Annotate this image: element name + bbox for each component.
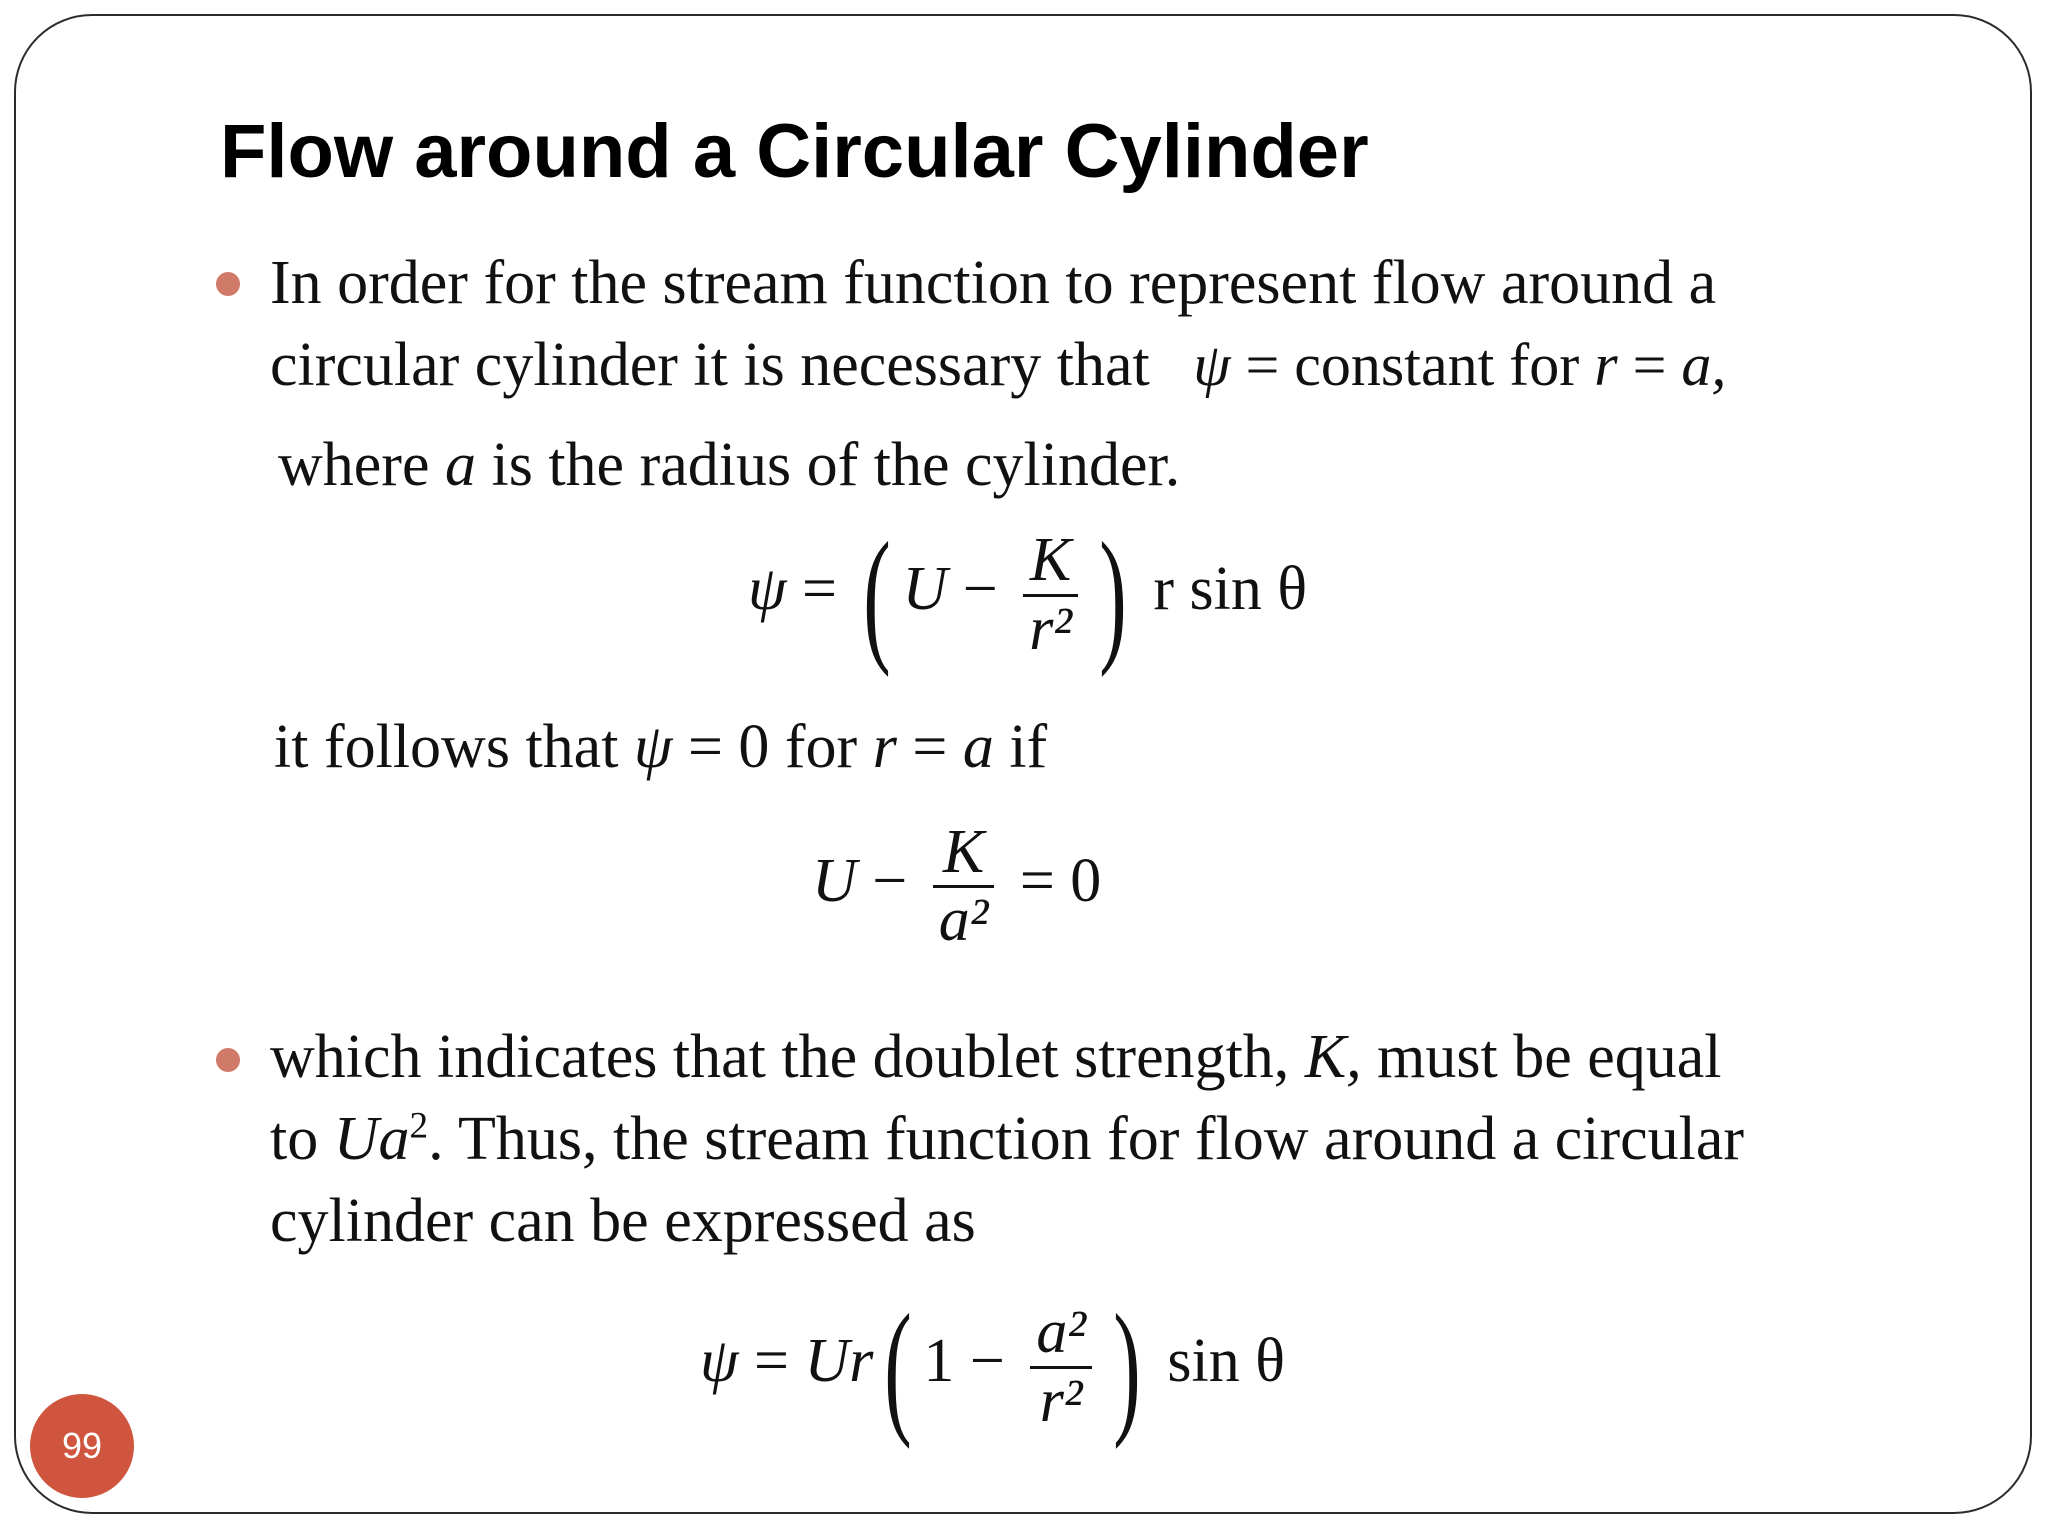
follows-pre: it follows that: [274, 713, 634, 781]
eq3-one: 1: [923, 1327, 955, 1396]
eq3-tail: sin θ: [1167, 1327, 1285, 1396]
a-symbol: a,: [1681, 332, 1727, 398]
slide-frame: [14, 14, 2032, 1514]
bullet-2-line-2-post: . Thus, the stream function for flow aro…: [428, 1105, 1745, 1173]
follows-mid: = 0 for: [672, 713, 873, 781]
eq1-denominator: r²: [1029, 594, 1072, 663]
radius-text: is the radius of the cylinder.: [475, 431, 1181, 499]
eq1-tail: r sin θ: [1153, 555, 1308, 624]
eq2-U: U: [812, 846, 857, 915]
eq2-fraction: K a²: [932, 818, 995, 955]
bullet-2-line-2: to Ua2. Thus, the stream function for fl…: [270, 1104, 1744, 1175]
bullet-1-line-3: where a is the radius of the cylinder.: [278, 430, 1180, 501]
r-symbol: r: [1594, 332, 1618, 398]
follows-a: a: [962, 713, 994, 781]
follows-psi: ψ: [633, 713, 673, 781]
page-number-badge: 99: [30, 1394, 134, 1498]
eq1-minus: −: [962, 555, 998, 624]
eq3-right-paren: ): [1113, 1284, 1141, 1450]
follows-r: r: [872, 713, 897, 781]
bullet-2-line-1-post: must be equal: [1361, 1023, 1722, 1091]
constant-condition: ψ = constant for r = a,: [1193, 332, 1726, 398]
eq3-left-paren: (: [884, 1284, 913, 1450]
eq2-minus: −: [872, 846, 908, 915]
eq3-fraction: a² r²: [1030, 1300, 1092, 1433]
bullet-2-line-2-pre: to: [270, 1105, 334, 1173]
eq2-denominator: a²: [938, 886, 989, 955]
eq3-numerator: a²: [1036, 1298, 1086, 1367]
eq1-fraction-bar: [1023, 593, 1078, 597]
eq3-psi: ψ: [700, 1327, 739, 1396]
eq2-numerator: K: [942, 818, 985, 886]
slide-title: Flow around a Circular Cylinder: [220, 109, 1369, 194]
psi-symbol: ψ: [1193, 332, 1231, 398]
eq2-tail: = 0: [1019, 846, 1102, 915]
Ua-symbol: Ua: [333, 1105, 410, 1173]
equation-doublet-condition: U − K a² = 0: [812, 818, 1102, 955]
eq1-psi: ψ: [748, 555, 787, 624]
bullet-1-line-1: In order for the stream function to repr…: [270, 249, 1717, 317]
eq3-minus: −: [969, 1327, 1005, 1396]
bullet-2-line-1-pre: which indicates that the doublet strengt…: [270, 1023, 1305, 1091]
eq1-equals: =: [802, 555, 837, 624]
radius-symbol: a: [444, 431, 476, 499]
eq1-U: U: [902, 555, 948, 624]
eq2-fraction-bar: [932, 885, 995, 889]
eq3-denominator: r²: [1039, 1366, 1083, 1435]
bullet-1-dot: [216, 272, 240, 296]
bullet-1-line-2: circular cylinder it is necessary that ψ…: [270, 330, 1726, 401]
follows-post: if: [993, 713, 1048, 781]
eq1-fraction: K r²: [1023, 528, 1078, 661]
bullet-2-line-1: which indicates that the doublet strengt…: [270, 1022, 1722, 1093]
follows-line: it follows that ψ = 0 for r = a if: [274, 712, 1047, 783]
bullet-2-line-3: cylinder can be expressed as: [270, 1187, 976, 1255]
eq1-right-paren: ): [1099, 512, 1127, 678]
eq3-equals: =: [754, 1327, 789, 1396]
equation-stream-function-general: ψ = (U − K r² ) r sin θ: [748, 520, 1307, 670]
bullet-1-line-2-text: circular cylinder it is necessary that: [270, 331, 1150, 399]
eq3-fraction-bar: [1030, 1365, 1092, 1369]
eq1-numerator: K: [1029, 526, 1072, 595]
equation-stream-function-cylinder: ψ = Ur(1 − a² r² ) sin θ: [700, 1292, 1285, 1442]
constant-for-text: = constant for: [1230, 332, 1595, 398]
follows-eq: =: [896, 713, 963, 781]
where-text: where: [278, 431, 445, 499]
eq1-left-paren: (: [863, 512, 892, 678]
doublet-K-symbol: K,: [1304, 1023, 1362, 1091]
Ua-superscript: 2: [409, 1105, 429, 1147]
equals-text: =: [1617, 332, 1682, 398]
eq3-Ur: Ur: [804, 1327, 874, 1396]
bullet-2-dot: [216, 1048, 240, 1072]
